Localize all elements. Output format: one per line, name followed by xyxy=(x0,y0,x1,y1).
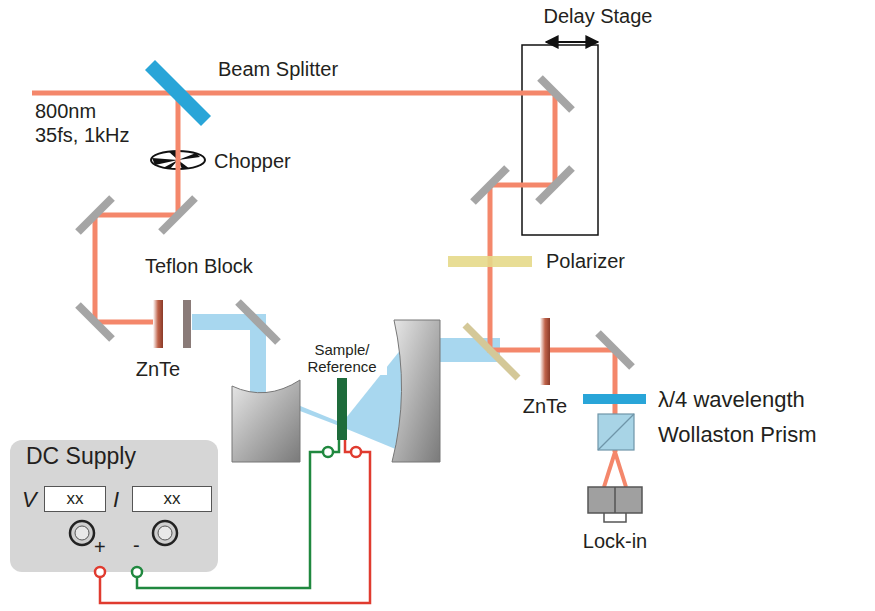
parabolic-mirror xyxy=(392,320,440,462)
sample-holder: Sample/ Reference xyxy=(337,378,347,440)
display-box: xx xyxy=(132,486,212,512)
display-value: xx xyxy=(164,489,181,509)
part-label: Beam Splitter xyxy=(218,58,338,81)
part-label: ZnTe xyxy=(523,395,567,418)
meter-symbol: V xyxy=(22,487,37,512)
teflon-block xyxy=(183,300,191,348)
knob xyxy=(70,521,94,545)
delay-arrow xyxy=(546,41,598,43)
znte-crystal xyxy=(153,300,163,348)
source-label: 800nm xyxy=(35,100,96,123)
meter-symbol: I xyxy=(113,487,119,512)
part-label: Lock-in xyxy=(583,530,647,553)
parabolic-mirror xyxy=(232,380,300,462)
delay-stage-box xyxy=(522,45,598,235)
beam-splitter xyxy=(145,60,211,126)
panel-title: DC Supply xyxy=(26,443,136,469)
knob xyxy=(153,521,177,545)
node-heading: Sample/ Reference xyxy=(297,341,387,376)
terminal xyxy=(351,447,361,457)
terminal xyxy=(132,567,142,577)
source-label: 35fs, 1kHz xyxy=(35,124,129,147)
terminal-sign: - xyxy=(133,534,140,557)
waveplate xyxy=(583,394,646,404)
power-supply-panel: xx xx DC SupplyV I + - xyxy=(10,440,218,572)
terminal xyxy=(95,567,105,577)
part-label: ZnTe xyxy=(136,358,180,381)
pellicle xyxy=(465,325,518,378)
balanced-detector xyxy=(588,487,642,522)
terminal-sign: + xyxy=(94,536,106,559)
terminal xyxy=(323,447,333,457)
part-label: Teflon Block xyxy=(145,255,253,278)
polarizer xyxy=(448,256,532,267)
part-label: Polarizer xyxy=(546,250,625,273)
part-label: Delay Stage xyxy=(544,5,653,28)
wollaston-prism xyxy=(598,414,634,450)
part-label: Wollaston Prism xyxy=(658,422,817,447)
laser-beam xyxy=(32,93,626,487)
display-value: xx xyxy=(67,489,84,509)
part-label: λ/4 wavelength xyxy=(658,387,805,412)
display-box: xx xyxy=(44,486,106,512)
part-label: Chopper xyxy=(214,150,291,173)
znte-crystal xyxy=(540,318,550,385)
